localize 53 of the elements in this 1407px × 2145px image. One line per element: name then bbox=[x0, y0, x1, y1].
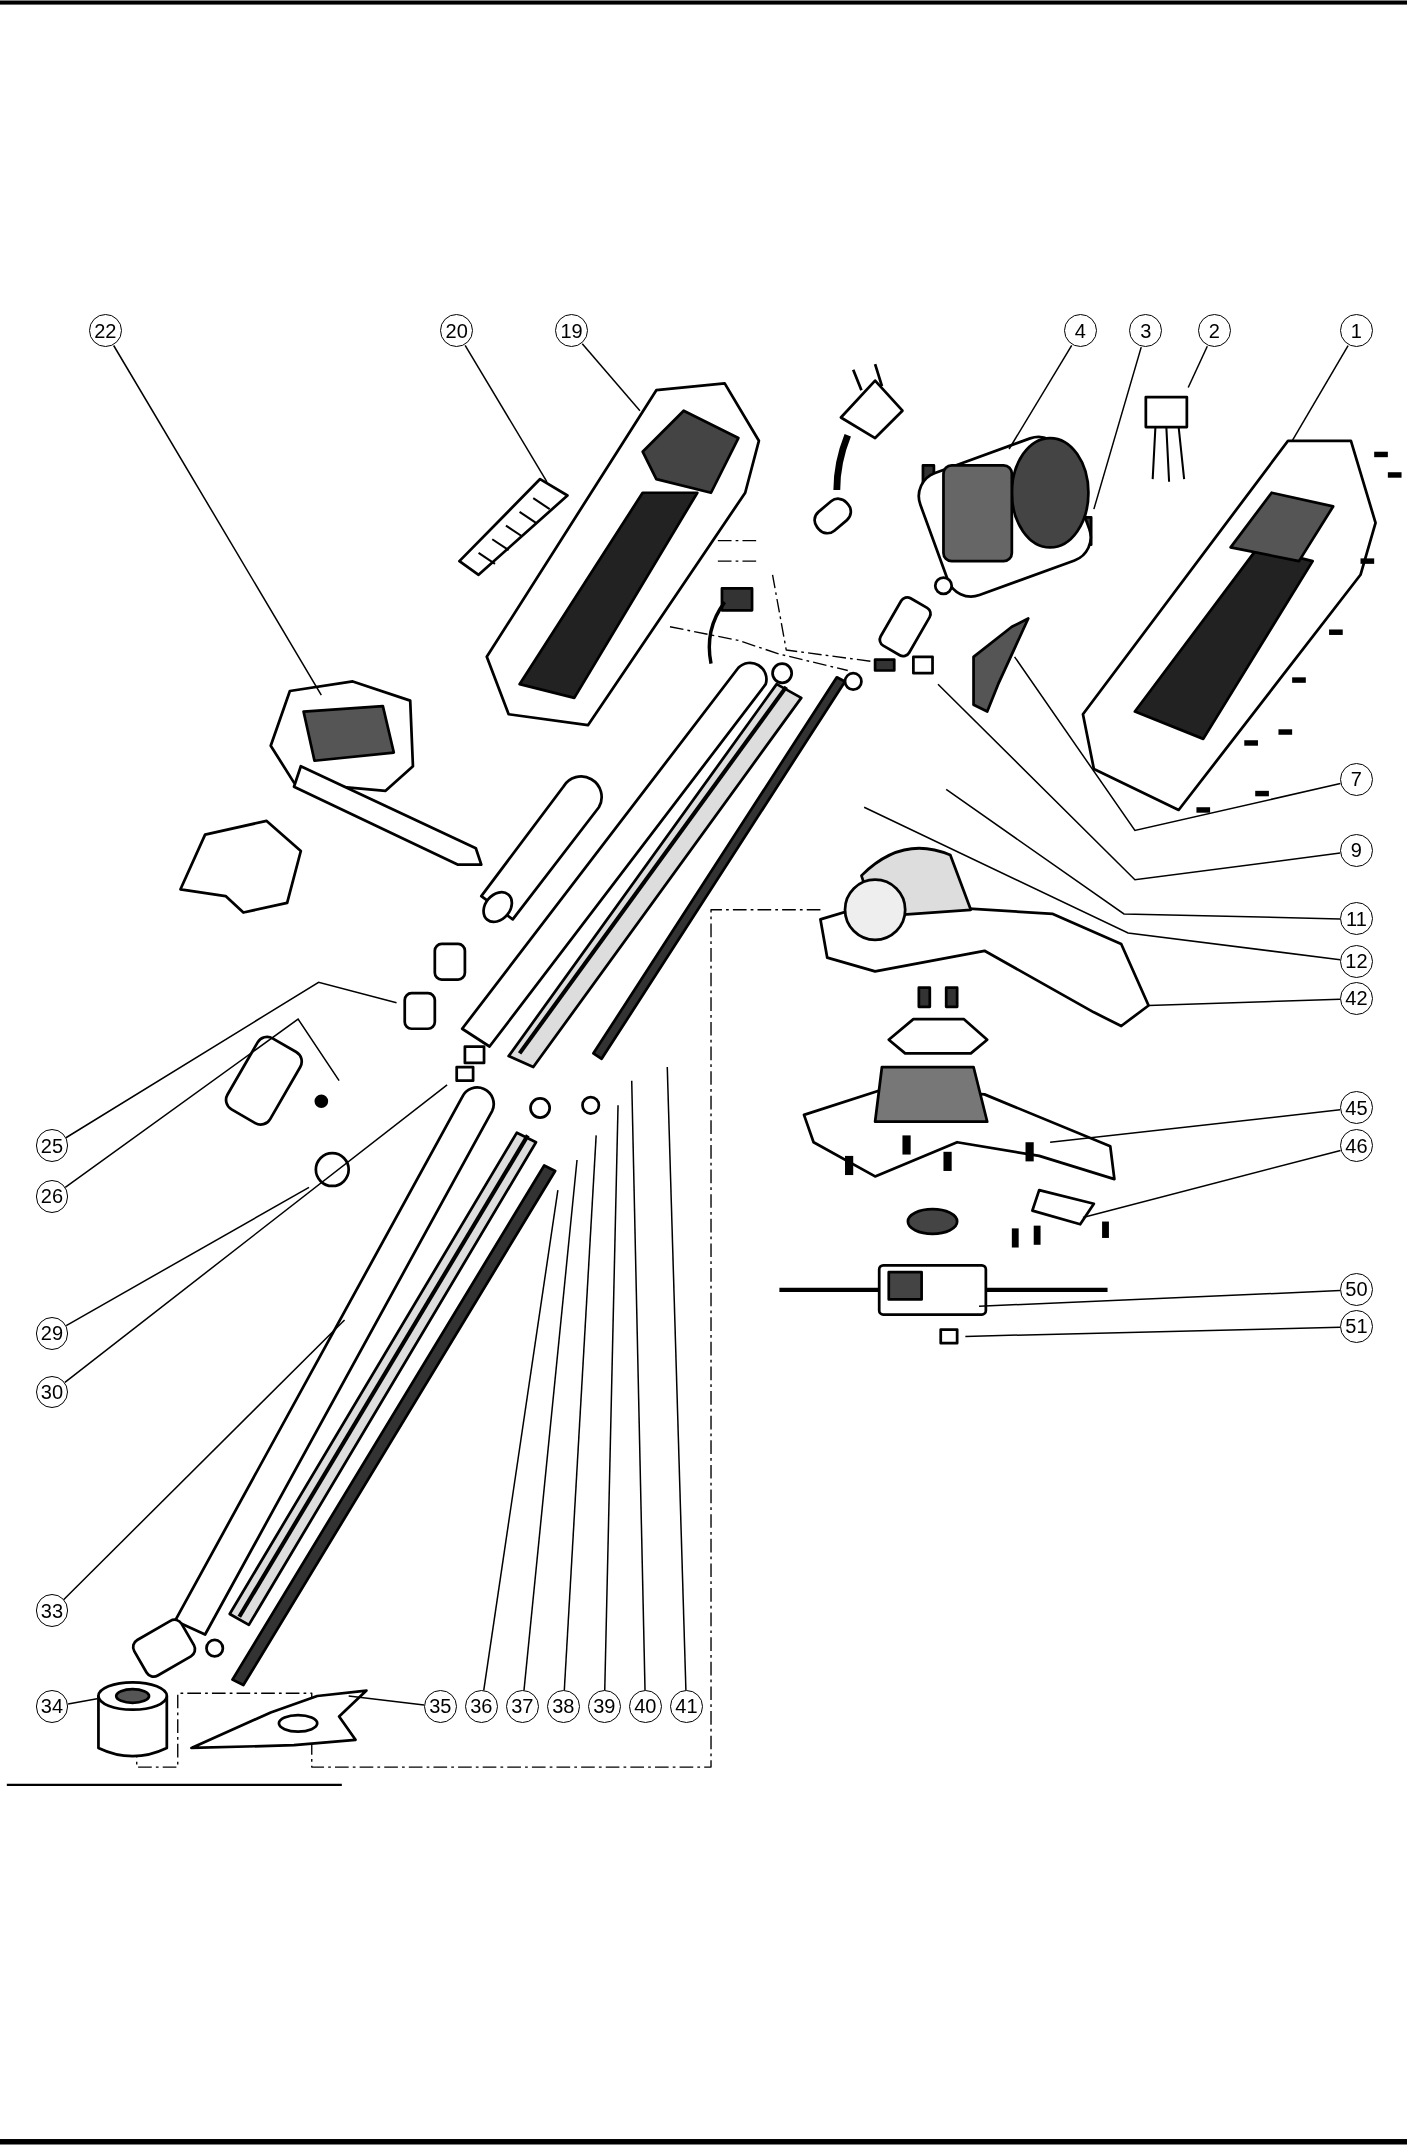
leader-line bbox=[482, 1189, 559, 1692]
callout-number: 2 bbox=[1197, 314, 1231, 348]
callout-number: 1 bbox=[1340, 314, 1373, 348]
callout-number: 30 bbox=[35, 1375, 69, 1409]
leader-line bbox=[978, 1289, 1341, 1308]
callout-number: 19 bbox=[555, 314, 588, 348]
leader-line bbox=[64, 1018, 340, 1189]
callout-number: 42 bbox=[1340, 981, 1373, 1015]
callout-number: 33 bbox=[35, 1594, 69, 1628]
callout-number: 37 bbox=[505, 1690, 539, 1723]
leader-line bbox=[67, 1698, 98, 1705]
leader-line bbox=[62, 1319, 346, 1601]
callout-number: 20 bbox=[440, 314, 474, 348]
leader-line bbox=[581, 343, 641, 412]
leader-line bbox=[64, 1084, 448, 1384]
leader-line bbox=[347, 1695, 425, 1706]
callout-number: 51 bbox=[1340, 1309, 1373, 1343]
callout-number: 34 bbox=[35, 1690, 69, 1723]
leader-line bbox=[604, 1104, 619, 1692]
callout-number: 41 bbox=[670, 1690, 703, 1723]
callout-number: 45 bbox=[1340, 1091, 1373, 1124]
leader-line bbox=[1049, 1109, 1341, 1143]
leader-line bbox=[964, 1326, 1341, 1338]
callout-number: 40 bbox=[628, 1690, 662, 1723]
callout-number: 50 bbox=[1340, 1273, 1373, 1306]
callout-number: 7 bbox=[1340, 762, 1373, 796]
leader-line bbox=[945, 788, 1341, 920]
leader-line bbox=[1013, 656, 1342, 832]
leader-line bbox=[863, 806, 1341, 961]
callout-number: 11 bbox=[1340, 902, 1373, 936]
callout-number: 4 bbox=[1063, 314, 1097, 348]
callout-number: 25 bbox=[35, 1129, 69, 1163]
callout-number: 26 bbox=[35, 1180, 69, 1213]
leader-line bbox=[65, 981, 398, 1139]
leader-line bbox=[1082, 1149, 1342, 1219]
callout-number: 29 bbox=[35, 1316, 69, 1350]
callout-number: 9 bbox=[1340, 834, 1373, 867]
leader-line bbox=[523, 1159, 578, 1692]
leader-line bbox=[1187, 345, 1209, 389]
callout-number: 39 bbox=[587, 1690, 621, 1723]
callout-number: 22 bbox=[88, 314, 122, 348]
leader-line bbox=[1147, 998, 1341, 1007]
callout-number: 35 bbox=[423, 1690, 457, 1723]
callout-number: 12 bbox=[1340, 944, 1373, 978]
callout-number: 36 bbox=[464, 1690, 498, 1723]
callout-number: 46 bbox=[1340, 1129, 1373, 1163]
leader-line bbox=[563, 1134, 597, 1692]
leader-line bbox=[630, 1079, 646, 1692]
leader-line bbox=[666, 1066, 687, 1692]
leader-line bbox=[1093, 346, 1142, 510]
leader-line bbox=[937, 683, 1341, 881]
callout-number: 38 bbox=[546, 1690, 580, 1723]
callout-number: 3 bbox=[1129, 314, 1163, 348]
